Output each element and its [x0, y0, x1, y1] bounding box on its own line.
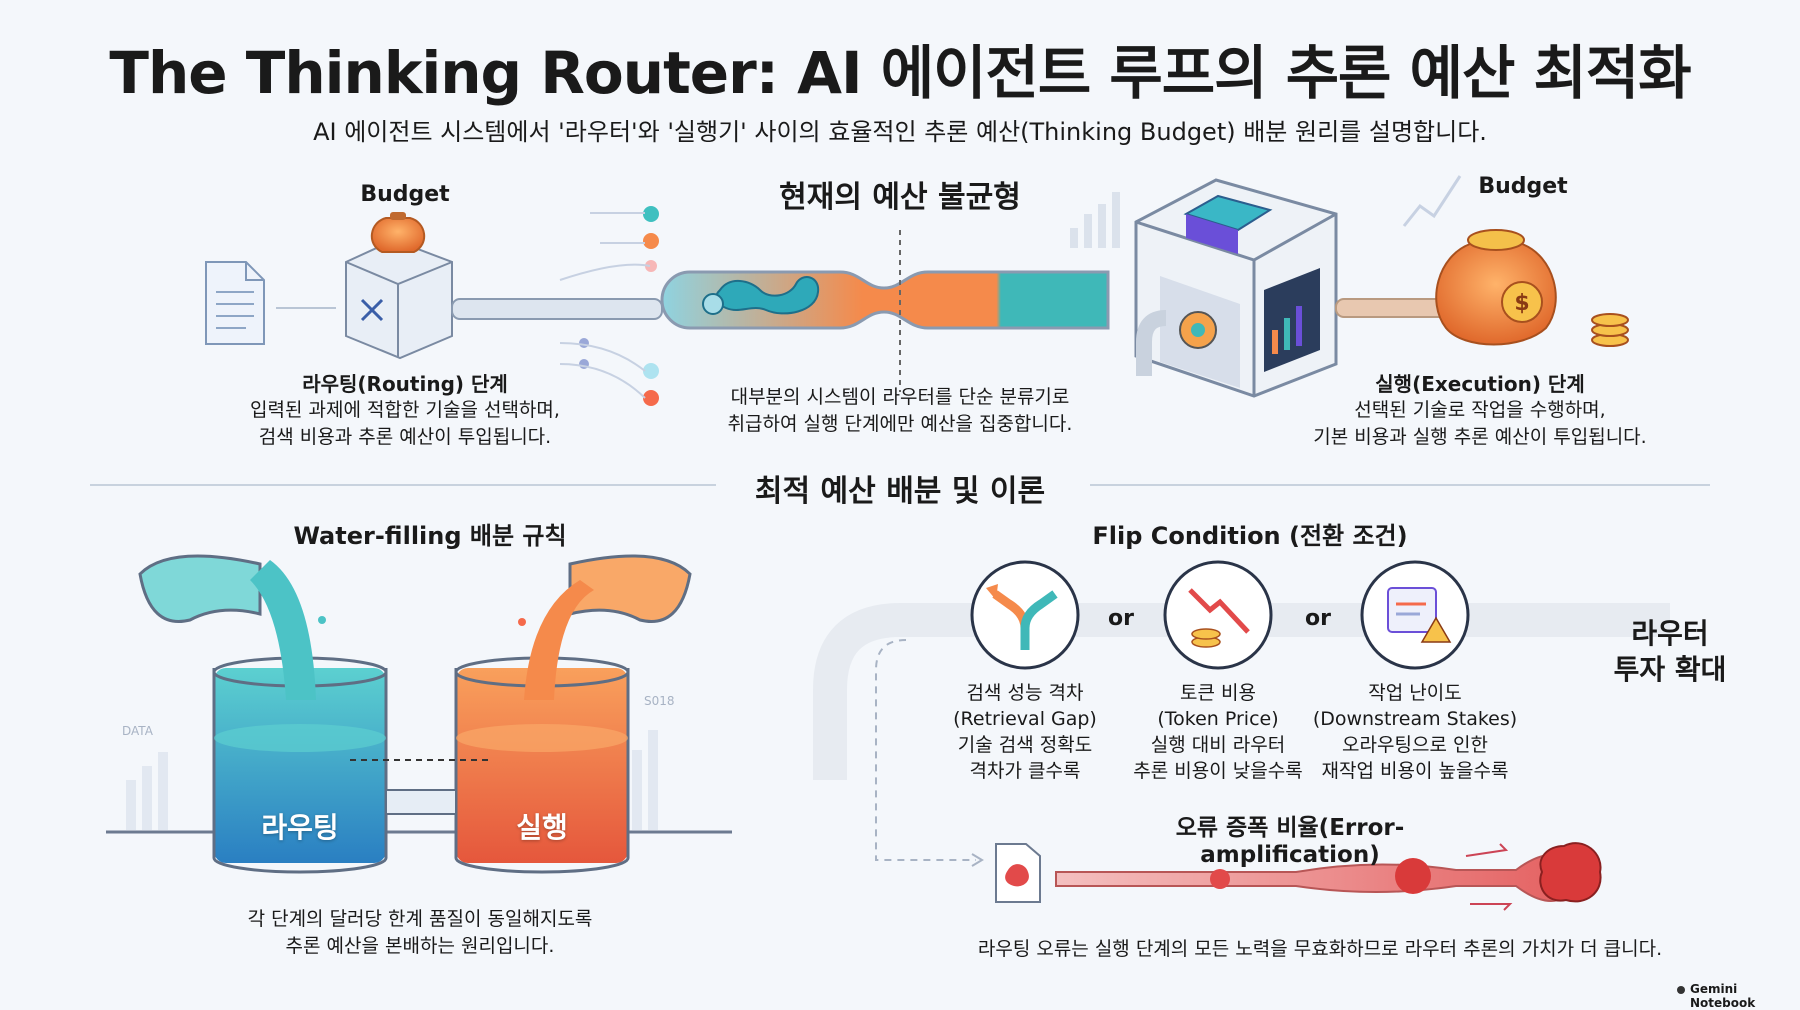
flip-item-title: 검색 성능 격차	[966, 682, 1084, 704]
imbalance-line-1: 대부분의 시스템이 라우터를 단순 분류기로	[730, 386, 1070, 408]
budget-label-right: Budget	[1478, 174, 1568, 199]
routing-stage-caption: 라우팅(Routing) 단계 입력된 과제에 적합한 기술을 선택하며, 검색…	[220, 368, 590, 451]
result-line-2: 투자 확대	[1613, 653, 1727, 686]
flip-item-desc-1: 오라우팅으로 인한	[1342, 734, 1488, 756]
execution-line-1: 선택된 기술로 작업을 수행하며,	[1354, 399, 1606, 421]
flip-item-retrieval-gap: 검색 성능 격차 (Retrieval Gap) 기술 검색 정확도 격차가 클…	[925, 680, 1125, 784]
watermark: Gemini Notebook	[1690, 982, 1756, 1010]
flip-item-en: (Token Price)	[1157, 708, 1279, 730]
gemini-logo-icon	[1677, 986, 1685, 994]
data-decor-label: DATA	[122, 724, 153, 738]
routing-stage-title: 라우팅(Routing) 단계	[302, 372, 508, 396]
tank-label-routing: 라우팅	[261, 811, 339, 844]
network-dots-decor	[559, 206, 659, 406]
flip-item-en: (Downstream Stakes)	[1312, 708, 1518, 730]
water-filling-illustration	[106, 554, 732, 874]
water-caption-line-1: 각 단계의 달러당 한계 품질이 동일해지도록	[247, 908, 593, 930]
flip-item-en: (Retrieval Gap)	[953, 708, 1097, 730]
execution-machine-icon	[1134, 178, 1338, 398]
error-amplification-heading: 오류 증폭 비율(Error-amplification)	[1175, 815, 1405, 868]
execution-stage-caption: 실행(Execution) 단계 선택된 기술로 작업을 수행하며, 기본 비용…	[1290, 368, 1670, 451]
or-label-1: or	[1108, 606, 1134, 631]
page-subtitle: AI 에이전트 시스템에서 '라우터'와 '실행기' 사이의 효율적인 추론 예…	[313, 118, 1487, 146]
price-down-icon	[1163, 560, 1273, 670]
money-bag-icon: $	[1402, 175, 1629, 347]
warning-doc-icon	[1360, 560, 1470, 670]
router-investment-result: 라우터 투자 확대	[1580, 616, 1760, 688]
water-filling-caption: 각 단계의 달러당 한계 품질이 동일해지도록 추론 예산을 본배하는 원리입니…	[200, 906, 640, 960]
water-filling-heading: Water-filling 배분 규칙	[293, 522, 567, 550]
or-label-2: or	[1305, 606, 1331, 631]
error-amplification-caption: 라우팅 오류는 실행 단계의 모든 노력을 무효화하므로 라우터 추론의 가치가…	[977, 938, 1663, 960]
imbalance-heading: 현재의 예산 불균형	[779, 180, 1021, 215]
execution-line-2: 기본 비용과 실행 추론 예산이 투입됩니다.	[1313, 426, 1647, 448]
budget-tube	[660, 270, 1110, 330]
result-line-1: 라우터	[1631, 617, 1709, 650]
router-cube-icon	[345, 212, 453, 360]
page-title: The Thinking Router: AI 에이전트 루프의 추론 예산 최…	[109, 39, 1691, 107]
imbalance-line-2: 취급하여 실행 단계에만 예산을 집중합니다.	[727, 413, 1073, 435]
flip-item-title: 토큰 비용	[1180, 682, 1256, 704]
flip-item-desc-1: 기술 검색 정확도	[957, 734, 1093, 756]
flip-item-token-price: 토큰 비용 (Token Price) 실행 대비 라우터 추론 비용이 낮을수…	[1118, 680, 1318, 784]
document-icon	[205, 261, 265, 345]
error-amplification-illustration	[995, 842, 1602, 911]
routing-line-1: 입력된 과제에 적합한 기술을 선택하며,	[250, 399, 560, 421]
flip-item-desc-1: 실행 대비 라우터	[1150, 734, 1286, 756]
flip-item-desc-2: 추론 비용이 낮을수록	[1133, 760, 1303, 782]
tank-label-execution: 실행	[516, 811, 568, 844]
flip-path-decor	[813, 603, 1670, 867]
execution-stage-title: 실행(Execution) 단계	[1375, 372, 1585, 396]
svg-text:$: $	[1514, 291, 1529, 316]
optimal-allocation-heading: 최적 예산 배분 및 이론	[754, 474, 1046, 509]
flip-item-desc-2: 격차가 클수록	[969, 760, 1081, 782]
flip-item-downstream-stakes: 작업 난이도 (Downstream Stakes) 오라우팅으로 인한 재작업…	[1305, 680, 1525, 784]
imbalance-caption: 대부분의 시스템이 라우터를 단순 분류기로 취급하여 실행 단계에만 예산을 …	[680, 384, 1120, 438]
flip-item-title: 작업 난이도	[1368, 682, 1462, 704]
fork-arrows-icon	[970, 560, 1080, 670]
flip-item-desc-2: 재작업 비용이 높을수록	[1321, 760, 1509, 782]
budget-label-left: Budget	[360, 182, 450, 207]
routing-line-2: 검색 비용과 추론 예산이 투입됩니다.	[258, 426, 552, 448]
flip-condition-heading: Flip Condition (전환 조건)	[1092, 522, 1408, 550]
water-caption-line-2: 추론 예산을 본배하는 원리입니다.	[285, 935, 555, 957]
code-decor-label: S018	[644, 694, 675, 708]
bar-chart-decor	[1070, 192, 1120, 248]
